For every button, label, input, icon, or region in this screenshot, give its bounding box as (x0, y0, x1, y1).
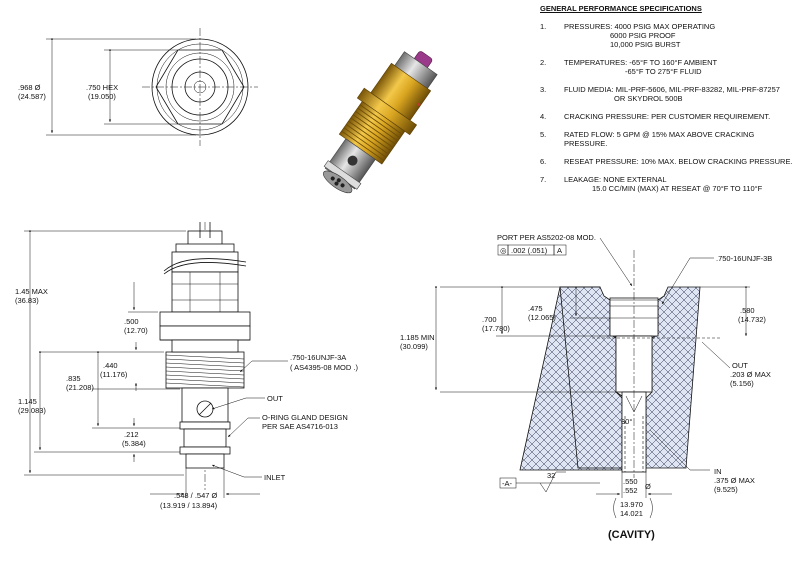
side-d1145-mm: (29.083) (18, 406, 46, 415)
spec-line: -65°F TO 160°F AMBIENT (629, 58, 718, 67)
spec-item-2: 2. TEMPERATURES: -65°F TO 160°F AMBIENT … (540, 58, 798, 76)
side-d835-mm: (21.208) (66, 383, 94, 392)
side-out-label: OUT (267, 394, 283, 403)
spec-number: 7. (540, 175, 547, 184)
side-d500-in: .500 (124, 317, 139, 326)
cav-d700-in: .700 (482, 315, 497, 324)
end-hex-mm: (19.050) (88, 92, 116, 101)
cav-in-label: IN (714, 467, 722, 476)
spec-line: 15.0 CC/MIN (MAX) AT RESEAT @ 70°F TO 11… (592, 184, 763, 193)
spec-number: 4. (540, 112, 547, 121)
side-dia-in: .548 / .547 Ø (174, 491, 218, 500)
cav-in-dia-in: .375 Ø MAX (714, 476, 755, 485)
spec-label: CRACKING PRESSURE: (564, 112, 650, 121)
spec-number: 1. (540, 22, 547, 31)
spec-number: 5. (540, 130, 547, 139)
spec-line: 4000 PSIG MAX OPERATING (614, 22, 716, 31)
spec-item-6: 6. RESEAT PRESSURE: 10% MAX. BELOW CRACK… (540, 157, 798, 166)
side-thread: .750-16UNJF-3A (290, 353, 346, 362)
end-view: .968 Ø (24.587) .750 HEX (19.050) (18, 28, 258, 146)
cav-datum: -A- (502, 479, 513, 488)
end-hex-in: .750 HEX (86, 83, 118, 92)
side-d440-mm: (11.176) (100, 370, 128, 379)
spec-item-5: 5. RATED FLOW: 5 GPM @ 15% MAX ABOVE CRA… (540, 130, 798, 148)
spec-number: 2. (540, 58, 547, 67)
cav-d580-in: .580 (740, 306, 755, 315)
cav-port-label: PORT PER AS5202-08 MOD. (497, 233, 596, 242)
spec-line: -65°F TO 275°F FLUID (625, 67, 702, 76)
cav-finish: 32 (547, 471, 555, 480)
cav-d580-mm: (14.732) (738, 315, 766, 324)
side-d212-mm: (5.384) (122, 439, 146, 448)
spec-label: FLUID MEDIA: (564, 85, 614, 94)
cav-in-dia-mm: (9.525) (714, 485, 738, 494)
spec-label: PRESSURES: (564, 22, 613, 31)
end-dia-in: .968 Ø (18, 83, 41, 92)
spec-label: LEAKAGE: (564, 175, 602, 184)
spec-item-7: 7. LEAKAGE: NONE EXTERNAL 15.0 CC/MIN (M… (540, 175, 798, 193)
side-oring-2: PER SAE AS4716-013 (262, 422, 338, 431)
spec-number: 6. (540, 157, 547, 166)
side-overall-mm: (36.83) (15, 296, 39, 305)
specs-title: GENERAL PERFORMANCE SPECIFICATIONS (540, 4, 702, 13)
cav-d1185-in: 1.185 MIN (400, 333, 435, 342)
spec-line: 6000 PSIG PROOF (610, 31, 676, 40)
cav-out-label: OUT (732, 361, 748, 370)
cavity-view: PORT PER AS5202-08 MOD. ◎ .002 (.051) A … (400, 233, 772, 541)
cav-thread: .750-16UNJF-3B (716, 254, 772, 263)
side-thread-std: ( AS4395-08 MOD .) (290, 363, 358, 372)
cav-angle: 30° (621, 417, 632, 426)
side-oring-1: O-RING GLAND DESIGN (262, 413, 348, 422)
side-dia-mm: (13.919 / 13.894) (160, 501, 218, 510)
cav-bore-mm-1: 13.970 (620, 500, 643, 509)
side-d500-mm: (12.70) (124, 326, 148, 335)
spec-item-4: 4. CRACKING PRESSURE: PER CUSTOMER REQUI… (540, 112, 798, 121)
spec-number: 3. (540, 85, 547, 94)
side-overall-in: 1.45 MAX (15, 287, 48, 296)
cav-caption: (CAVITY) (608, 529, 655, 541)
spec-label: TEMPERATURES: (564, 58, 628, 67)
cav-bore-mm-2: 14.021 (620, 509, 643, 518)
spec-item-3: 3. FLUID MEDIA: MIL-PRF-5606, MIL-PRF-83… (540, 85, 798, 103)
performance-specifications: GENERAL PERFORMANCE SPECIFICATIONS 1. PR… (540, 4, 798, 202)
cav-bore-dia: Ø (645, 482, 651, 491)
side-d1145-in: 1.145 (18, 397, 37, 406)
spec-line: 5 GPM @ 15% MAX ABOVE CRACKING PRESSURE. (564, 130, 755, 148)
side-d440-in: .440 (103, 361, 118, 370)
cav-tol-symbol: ◎ (500, 246, 507, 255)
valve-render-image (322, 51, 438, 194)
cav-d475-in: .475 (528, 304, 543, 313)
cav-tol-value: .002 (.051) (511, 246, 548, 255)
cav-d1185-mm: (30.099) (400, 342, 428, 351)
spec-line: 10,000 PSIG BURST (610, 40, 681, 49)
spec-line: 10% MAX. BELOW CRACKING PRESSURE. (640, 157, 793, 166)
spec-label: RATED FLOW: (564, 130, 615, 139)
spec-line: OR SKYDROL 500B (614, 94, 683, 103)
spec-line: PER CUSTOMER REQUIREMENT. (651, 112, 771, 121)
spec-label: RESEAT PRESSURE: (564, 157, 639, 166)
side-view: 1.45 MAX (36.83) .500 (12.70) .440 (11.1… (15, 222, 358, 510)
cav-tol-datum: A (557, 246, 562, 255)
spec-line: MIL-PRF-5606, MIL-PRF-83282, MIL-PRF-872… (615, 85, 780, 94)
spec-item-1: 1. PRESSURES: 4000 PSIG MAX OPERATING 60… (540, 22, 798, 49)
cav-d475-mm: (12.065) (528, 313, 556, 322)
cav-bore-in-1: .550 (623, 477, 638, 486)
side-inlet-label: INLET (264, 473, 286, 482)
end-dia-mm: (24.587) (18, 92, 46, 101)
spec-line: NONE EXTERNAL (603, 175, 667, 184)
side-d835-in: .835 (66, 374, 81, 383)
side-d212-in: .212 (124, 430, 139, 439)
cav-out-dia-in: .203 Ø MAX (730, 370, 771, 379)
cav-out-dia-mm: (5.156) (730, 379, 754, 388)
cav-d700-mm: (17.780) (482, 324, 510, 333)
cav-bore-in-2: .552 (623, 486, 638, 495)
